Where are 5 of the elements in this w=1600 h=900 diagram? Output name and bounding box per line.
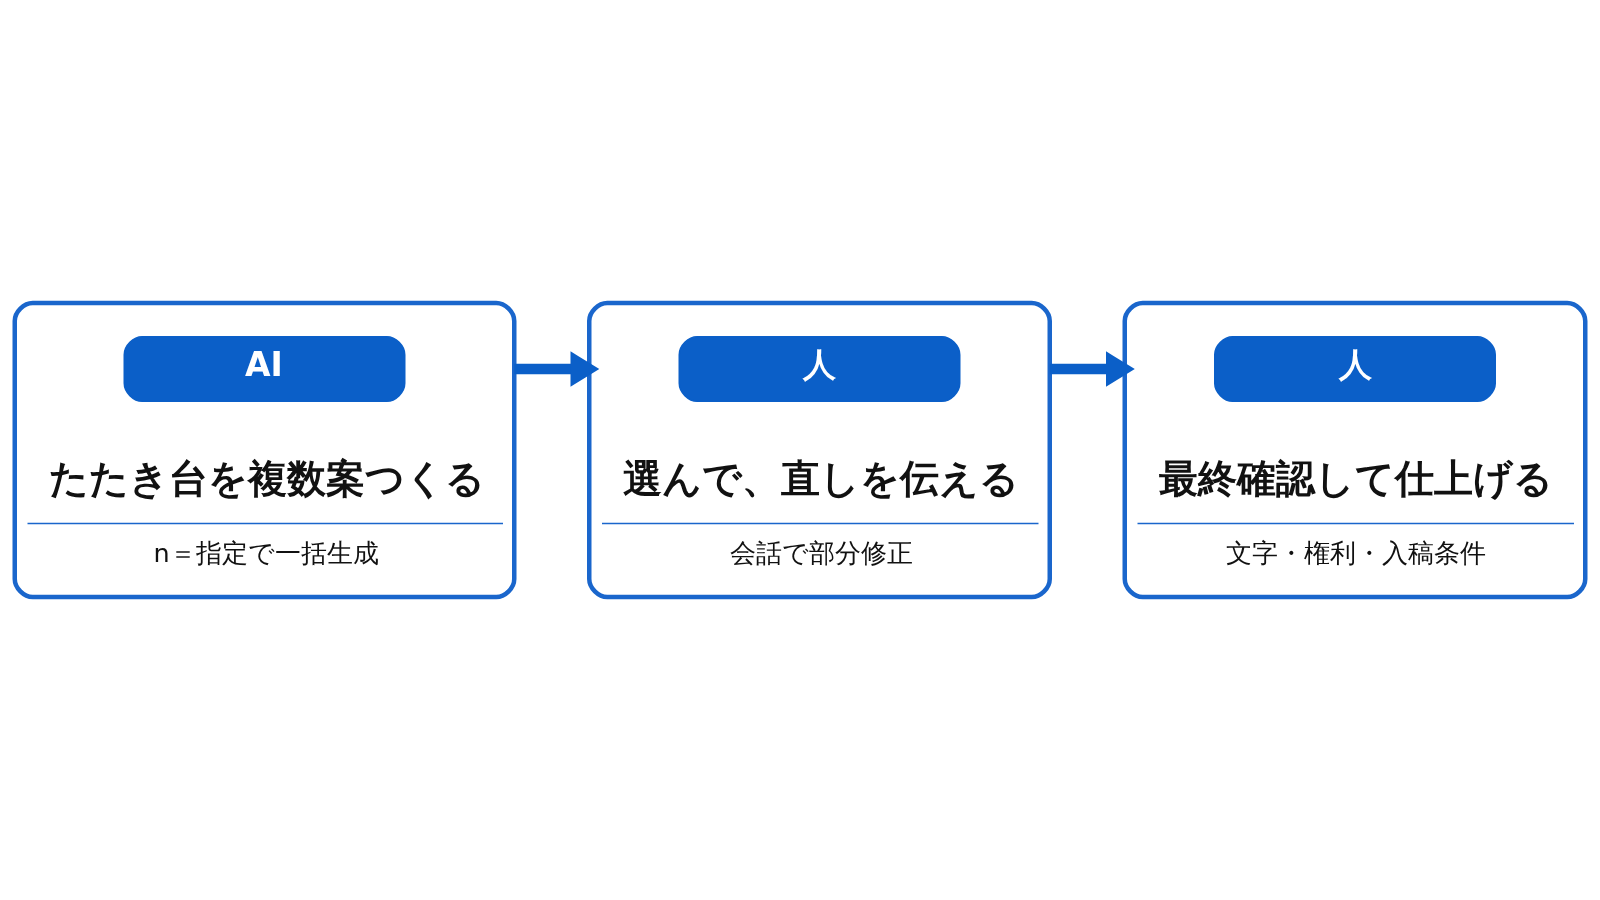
- arrow: [514, 351, 600, 387]
- arrow: [1049, 351, 1135, 387]
- node-box: AI: [123, 336, 406, 402]
- node-box: 人: [678, 336, 961, 402]
- node-box: 人: [1214, 336, 1496, 402]
